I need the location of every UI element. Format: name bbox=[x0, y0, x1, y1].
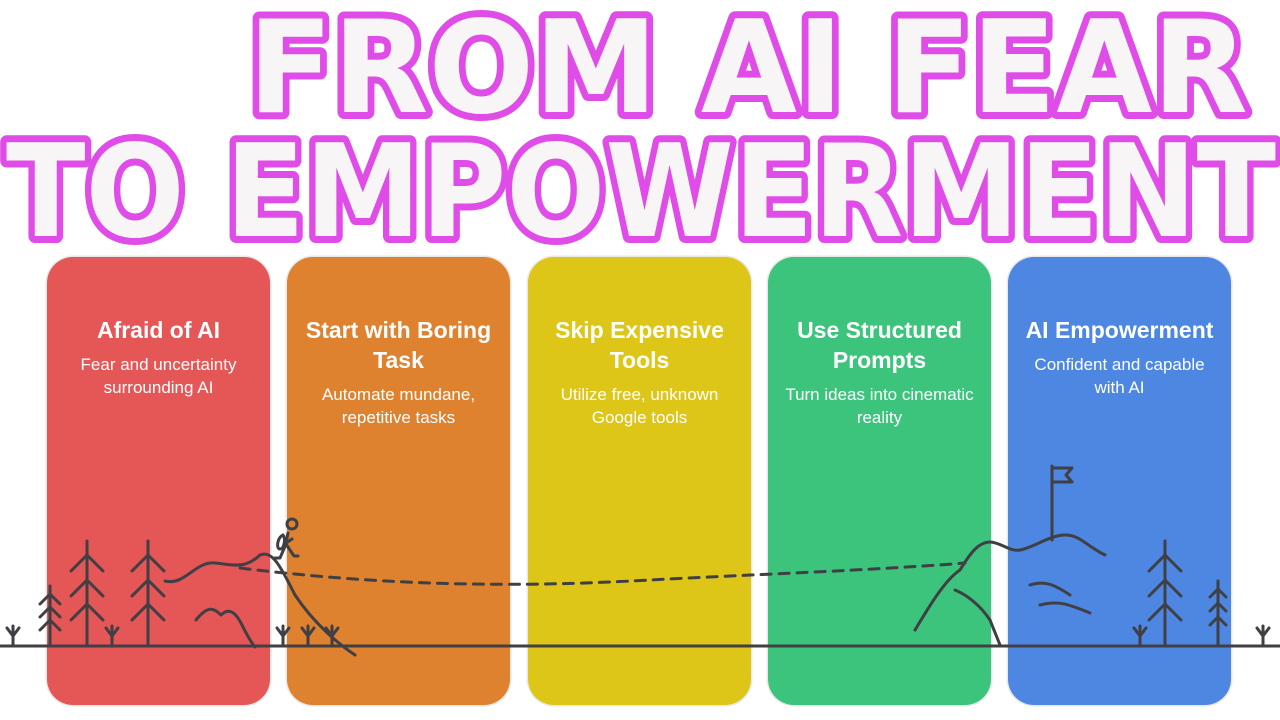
step-title: AI Empowerment bbox=[1025, 317, 1214, 343]
step-title: Skip Expensive Tools bbox=[555, 317, 724, 373]
step-title: Afraid of AI bbox=[96, 317, 221, 343]
step-description: Confident and capable with AI bbox=[1034, 355, 1205, 397]
step-card-structured-prompts: Use Structured Prompts Turn ideas into c… bbox=[768, 257, 991, 705]
step-title: Use Structured Prompts bbox=[797, 317, 962, 373]
step-card-empowerment: AI Empowerment Confident and capable wit… bbox=[1008, 257, 1231, 705]
headline: FROM AI FEAR TO EMPOWERMENT bbox=[0, 0, 1280, 255]
step-title: Start with Boring Task bbox=[305, 317, 492, 373]
step-description: Automate mundane, repetitive tasks bbox=[321, 385, 476, 427]
step-description: Turn ideas into cinematic reality bbox=[785, 385, 974, 427]
headline-line-1: FROM AI FEAR bbox=[248, 0, 1248, 143]
headline-line-2: TO EMPOWERMENT bbox=[6, 118, 1276, 255]
step-card-skip-tools: Skip Expensive Tools Utilize free, unkno… bbox=[528, 257, 751, 705]
step-description: Fear and uncertainty surrounding AI bbox=[80, 355, 237, 397]
step-card-boring-task: Start with Boring Task Automate mundane,… bbox=[287, 257, 510, 705]
step-card-afraid: Afraid of AI Fear and uncertainty surrou… bbox=[47, 257, 270, 705]
step-description: Utilize free, unknown Google tools bbox=[560, 385, 719, 427]
